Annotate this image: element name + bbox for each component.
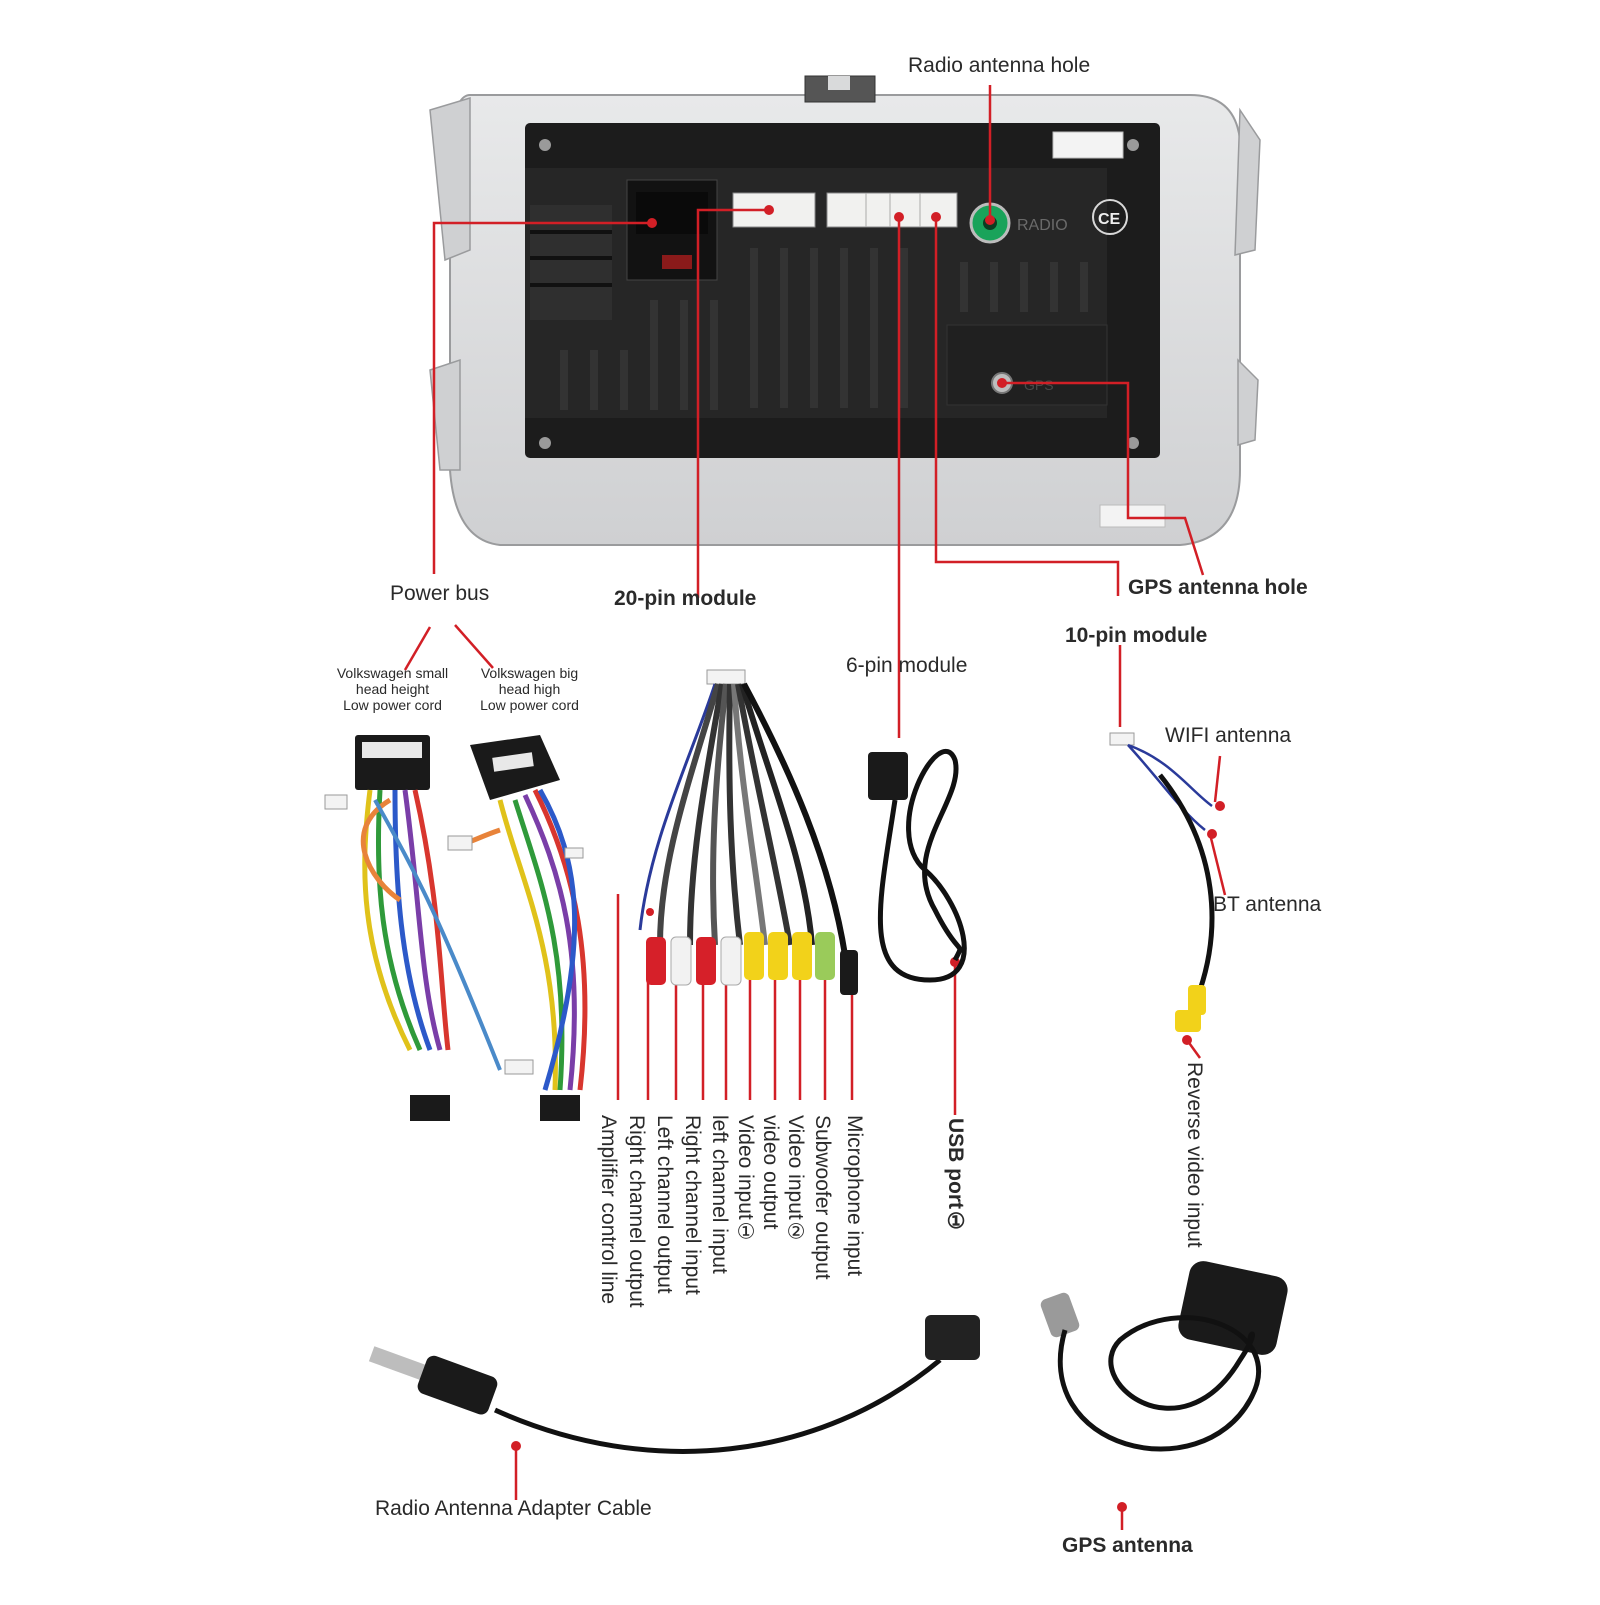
power-harness-big: [447, 735, 588, 1121]
rca-plug-icon: [768, 932, 788, 980]
rca-label-subwoofer: Subwoofer output: [811, 1115, 834, 1280]
pin20-module-label: 20-pin module: [614, 587, 757, 610]
gps-antenna-label: GPS antenna: [1062, 1534, 1193, 1557]
wifi-bt-cable: [1109, 732, 1215, 1032]
wifi-antenna-label: WIFI antenna: [1165, 724, 1292, 747]
rca-label-video-in-1: Video input①: [734, 1115, 757, 1244]
gps-puck-icon: [1178, 1261, 1288, 1355]
rca-label-right-out: Right channel output: [625, 1115, 648, 1308]
radio-adapter-cable: [368, 1315, 980, 1454]
antenna-plug-icon: [368, 1346, 427, 1381]
gps-antenna-hole-label: GPS antenna hole: [1128, 576, 1308, 599]
radio-adapter-label: Radio Antenna Adapter Cable: [375, 1497, 652, 1520]
rca-plug-icon: [815, 932, 835, 980]
rca-plug-icon: [720, 936, 742, 986]
rca-label-left-in: left channel input: [708, 1115, 731, 1274]
usb-port-label: USB port①: [944, 1118, 967, 1233]
pin10-module-label: 10-pin module: [1065, 624, 1208, 647]
usb-plug-icon: [868, 752, 908, 800]
gps-marking: GPS: [1024, 377, 1054, 393]
rca-label-microphone: Microphone input: [843, 1115, 866, 1277]
radio-marking: RADIO: [1017, 217, 1068, 234]
vw-big-label: Volkswagen big head high Low power cord: [480, 665, 579, 713]
bt-antenna-label: BT antenna: [1213, 893, 1322, 916]
rca-plug-icon: [670, 936, 692, 986]
leader-dots: [511, 205, 1225, 1512]
mic-plug-icon: [840, 950, 858, 995]
rca-plug-icon: [696, 937, 716, 985]
rca-plug-icon: [1188, 985, 1206, 1015]
rca-plug-icon: [792, 932, 812, 980]
power-harness-small: [324, 735, 534, 1121]
rca-plug-icon: [744, 932, 764, 980]
rca-label-right-in: Right channel input: [681, 1115, 704, 1295]
rca-plugs: [646, 932, 858, 995]
rca-harness: [638, 669, 848, 956]
head-unit-rear: RADIO CE GPS: [429, 75, 1261, 546]
rca-label-left-out: Left channel output: [653, 1115, 676, 1294]
ce-mark: CE: [1098, 211, 1121, 228]
reverse-video-label: Reverse video input: [1183, 1062, 1206, 1248]
rca-label-video-in-2: Video input②: [784, 1115, 807, 1244]
radio-antenna-hole-label: Radio antenna hole: [908, 54, 1091, 77]
unit-vents: [560, 248, 1088, 410]
usb-cable: [868, 749, 967, 983]
leader-lines: [403, 85, 1227, 1530]
rca-plug-icon: [646, 937, 666, 985]
rca-label-amplifier: Amplifier control line: [597, 1115, 620, 1305]
vw-small-label: Volkswagen small head height Low power c…: [336, 665, 449, 713]
gps-antenna: [1040, 1261, 1288, 1452]
pin6-module-label: 6-pin module: [846, 654, 968, 677]
rca-label-video-out: video output: [759, 1115, 782, 1230]
power-bus-label: Power bus: [390, 582, 490, 605]
